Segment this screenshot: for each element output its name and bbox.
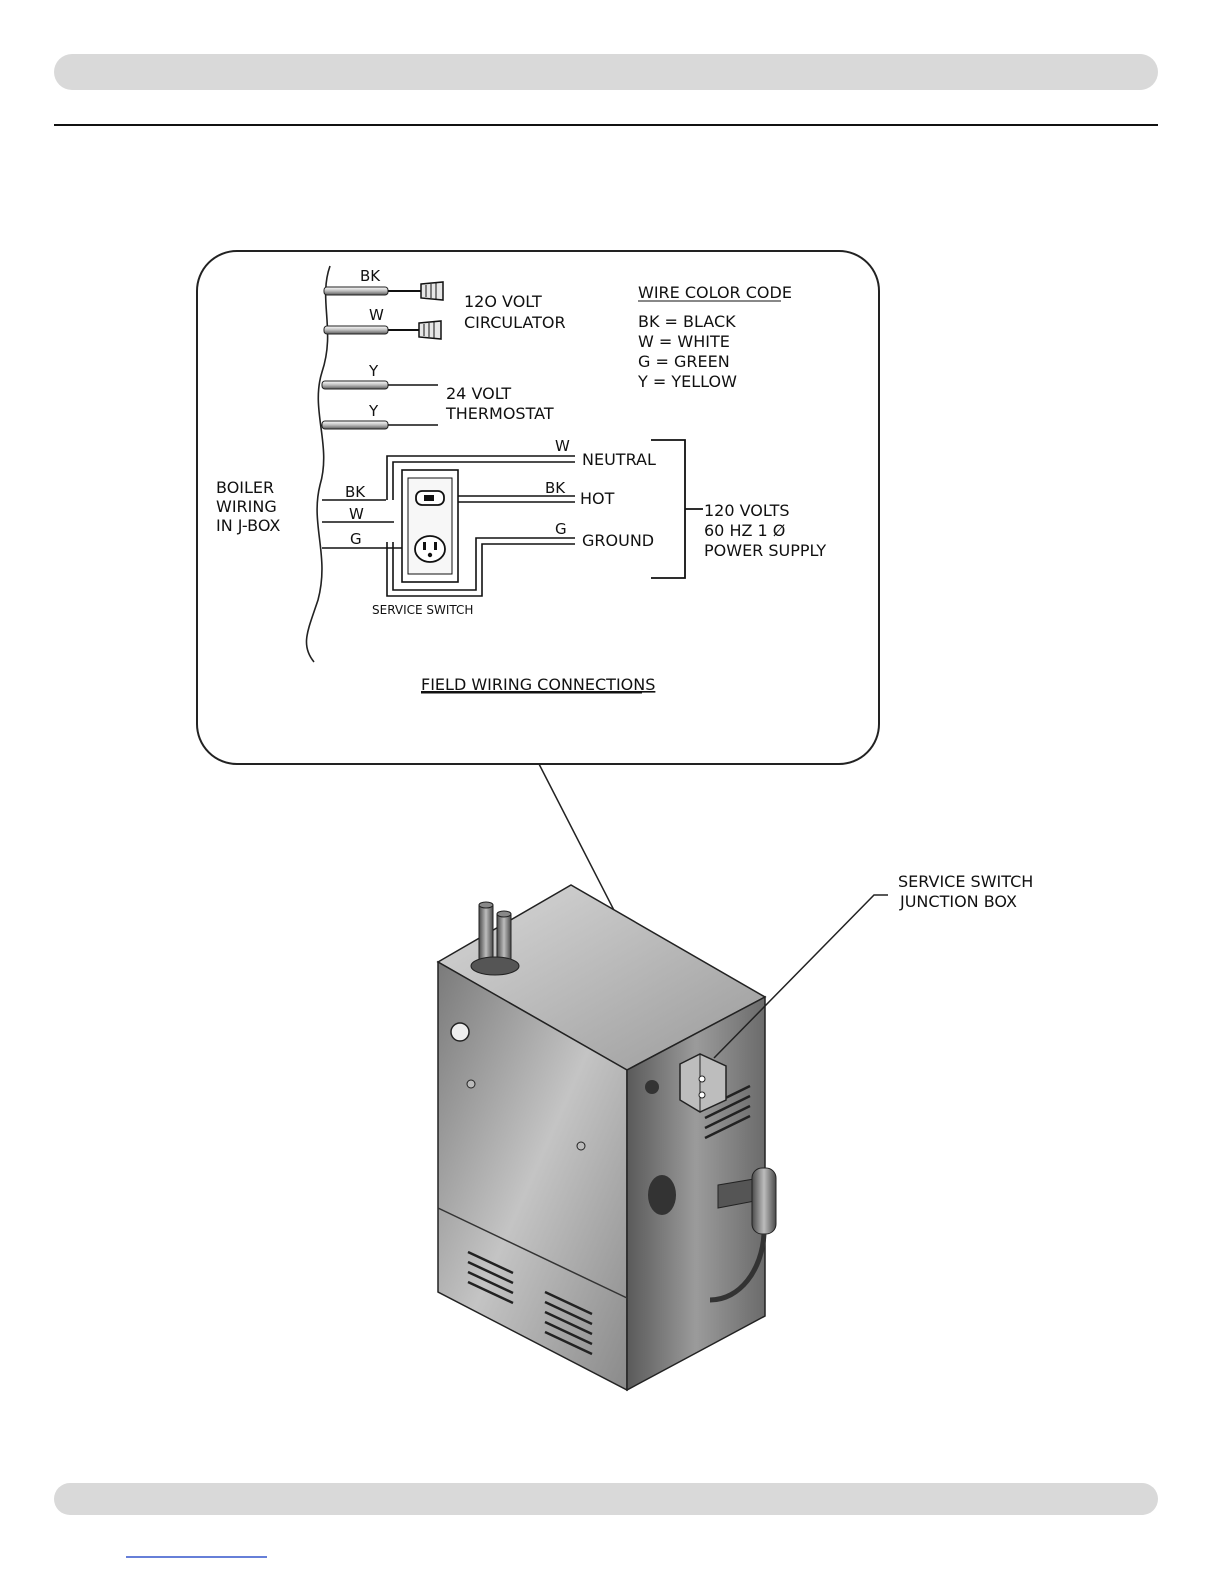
service-switch-receptacle bbox=[402, 470, 458, 582]
power-supply-label-1: 120 VOLTS bbox=[704, 501, 790, 520]
boiler-label-2: WIRING bbox=[216, 497, 277, 516]
junction-box bbox=[680, 1054, 726, 1112]
color-code-title: WIRE COLOR CODE bbox=[638, 283, 792, 302]
wire-label-y2: Y bbox=[368, 402, 379, 420]
boiler-illustration bbox=[438, 885, 776, 1390]
jbox-wire-g: G bbox=[350, 530, 362, 548]
thermostat-label-1: 24 VOLT bbox=[446, 384, 511, 403]
wire-label-bk: BK bbox=[360, 267, 381, 285]
thermostat-label-2: THERMOSTAT bbox=[445, 404, 554, 423]
gauge-icon bbox=[451, 1023, 469, 1041]
ground-label: GROUND bbox=[582, 531, 654, 550]
wire-nut-icon bbox=[421, 282, 443, 300]
ground-wire-code: G bbox=[555, 520, 567, 538]
power-supply-label-2: 60 HZ 1 Ø bbox=[704, 521, 785, 540]
boiler-label-1: BOILER bbox=[216, 478, 274, 497]
hot-wire-code: BK bbox=[545, 479, 566, 497]
wire-label-w: W bbox=[369, 306, 384, 324]
junction-box-callout-1: SERVICE SWITCH bbox=[898, 872, 1033, 891]
circulator-label-1: 12O VOLT bbox=[464, 292, 542, 311]
jbox-wire-w: W bbox=[349, 505, 364, 523]
color-code-item: W = WHITE bbox=[638, 332, 730, 351]
neutral-wire-code: W bbox=[555, 437, 570, 455]
junction-box-callout-2: JUNCTION BOX bbox=[899, 892, 1017, 911]
neutral-label: NEUTRAL bbox=[582, 450, 656, 469]
hot-label: HOT bbox=[580, 489, 615, 508]
outlet-icon bbox=[415, 536, 445, 562]
wire-label-y1: Y bbox=[368, 362, 379, 380]
wiring-title: FIELD WIRING CONNECTIONS bbox=[421, 675, 655, 694]
color-code-item: G = GREEN bbox=[638, 352, 730, 371]
color-code-item: Y = YELLOW bbox=[637, 372, 737, 391]
boiler-label-3: IN J-BOX bbox=[216, 516, 280, 535]
circulator-label-2: CIRCULATOR bbox=[464, 313, 566, 332]
wire-nut-icon bbox=[419, 321, 441, 339]
jbox-wire-bk: BK bbox=[345, 483, 366, 501]
power-supply-label-3: POWER SUPPLY bbox=[704, 541, 826, 560]
color-code-item: BK = BLACK bbox=[638, 312, 736, 331]
service-switch-label: SERVICE SWITCH bbox=[372, 603, 473, 617]
